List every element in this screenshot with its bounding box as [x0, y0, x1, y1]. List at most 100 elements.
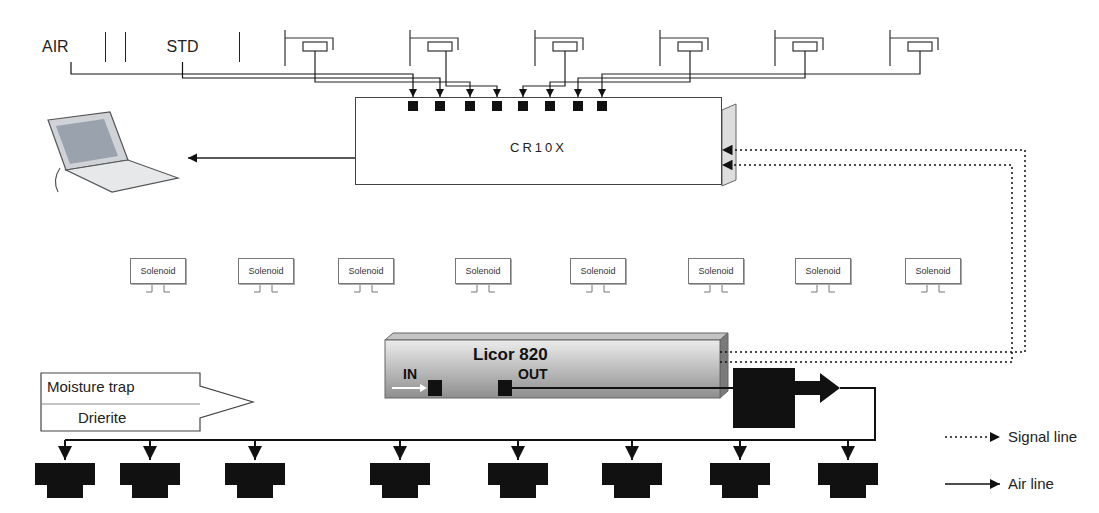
- input-terminal: [597, 101, 607, 111]
- input-terminal: [518, 101, 528, 111]
- soil-chamber: [614, 485, 650, 498]
- legend-signal-sample: [945, 436, 1000, 438]
- soil-chamber: [370, 463, 430, 485]
- analyzer-top: [385, 333, 728, 340]
- legend-label: Air line: [1008, 475, 1054, 492]
- node-sublabel: IN: [403, 366, 417, 382]
- outlet-port: [498, 380, 512, 396]
- pump-arrow: [795, 373, 840, 403]
- inlet-icon: [890, 30, 938, 66]
- node-label: Solenoid: [805, 266, 840, 276]
- chamber-feed: [399, 440, 401, 460]
- soil-chamber: [602, 463, 662, 485]
- legend-air-sample: [945, 483, 1000, 485]
- solenoid-box: Solenoid: [455, 258, 511, 284]
- node-label: Solenoid: [465, 266, 500, 276]
- solenoid-outlet: [354, 284, 378, 292]
- chamber-feed: [149, 440, 151, 460]
- input-terminal: [435, 101, 445, 111]
- connector-panel: [722, 104, 736, 186]
- inlet-icon: [793, 42, 817, 51]
- soil-chamber: [35, 463, 95, 485]
- inlet-arrow: [392, 387, 420, 389]
- soil-chamber: [237, 485, 273, 498]
- air-line: [512, 387, 733, 389]
- pump: [733, 368, 795, 428]
- input-terminal: [408, 101, 418, 111]
- solenoid-outlet: [254, 284, 278, 292]
- node-label: Solenoid: [698, 266, 733, 276]
- soil-chamber: [225, 463, 285, 485]
- laptop-screen: [48, 112, 128, 170]
- inlet-icon: [410, 30, 458, 66]
- soil-chamber: [830, 485, 866, 498]
- solenoid-box: Solenoid: [570, 258, 626, 284]
- node-label: STD: [167, 38, 199, 56]
- input-terminal: [545, 101, 555, 111]
- laptop-cable: [55, 168, 60, 192]
- soil-chamber: [722, 485, 758, 498]
- inlet-icon: [660, 30, 708, 66]
- node-label: Solenoid: [248, 266, 283, 276]
- node-label: Solenoid: [140, 266, 175, 276]
- legend-label: Signal line: [1008, 428, 1077, 445]
- solenoid-outlet: [586, 284, 610, 292]
- gas-analyzer: Licor 820IN OUT: [385, 340, 720, 398]
- chamber-feed: [847, 440, 849, 460]
- soil-chamber: [488, 463, 548, 485]
- datalogger-box: CR10X: [355, 97, 722, 185]
- chamber-feed: [631, 440, 633, 460]
- inlet-icon: [908, 42, 932, 51]
- inlet-arrow: [420, 384, 427, 392]
- input-wire: [446, 51, 497, 97]
- soil-chamber: [500, 485, 536, 498]
- solenoid-outlet: [921, 284, 945, 292]
- soil-chamber: [120, 463, 180, 485]
- solenoid-outlet: [471, 284, 495, 292]
- solenoid-outlet: [811, 284, 835, 292]
- inlet-icon: [303, 42, 327, 51]
- input-wire: [523, 51, 565, 97]
- node-sublabel: OUT: [518, 366, 548, 382]
- solenoid-outlet: [704, 284, 728, 292]
- air-line: [71, 62, 413, 97]
- soil-chamber: [132, 485, 168, 498]
- inlet-icon: [428, 42, 452, 51]
- inlet-icon: [285, 30, 333, 66]
- trap-divider: [41, 404, 200, 405]
- solenoid-box: Solenoid: [338, 258, 394, 284]
- soil-chamber: [382, 485, 418, 498]
- soil-chamber: [818, 463, 878, 485]
- input-terminal: [573, 101, 583, 111]
- inlet-icon: [553, 42, 577, 51]
- node-label: Moisture trap: [47, 378, 135, 395]
- solenoid-box: Solenoid: [688, 258, 744, 284]
- solenoid-box: Solenoid: [238, 258, 294, 284]
- standard-gas: STD: [125, 32, 240, 62]
- chamber-feed: [517, 440, 519, 460]
- laptop-screen: [56, 119, 118, 164]
- solenoid-outlet: [146, 284, 170, 292]
- inlet-icon: [535, 30, 583, 66]
- node-label: AIR: [42, 38, 69, 56]
- data-link-arrow: [188, 157, 355, 158]
- node-label: Solenoid: [915, 266, 950, 276]
- node-label: CR10X: [510, 127, 567, 156]
- trap-outline: [41, 373, 253, 431]
- analyzer-body: [385, 340, 720, 398]
- input-wire: [602, 51, 920, 97]
- air-line: [183, 62, 441, 97]
- chamber-feed: [254, 440, 256, 460]
- soil-chamber: [47, 485, 83, 498]
- inlet-icon: [775, 30, 823, 66]
- node-sublabel: Drierite: [78, 409, 126, 426]
- node-label: Solenoid: [580, 266, 615, 276]
- chamber-feed: [64, 440, 66, 460]
- inlet-port: [428, 380, 442, 396]
- solenoid-box: Solenoid: [905, 258, 961, 284]
- soil-chamber: [710, 463, 770, 485]
- node-label: Licor 820: [473, 345, 548, 365]
- moisture-trap: Moisture trapDrierite: [40, 372, 255, 432]
- input-terminal: [492, 101, 502, 111]
